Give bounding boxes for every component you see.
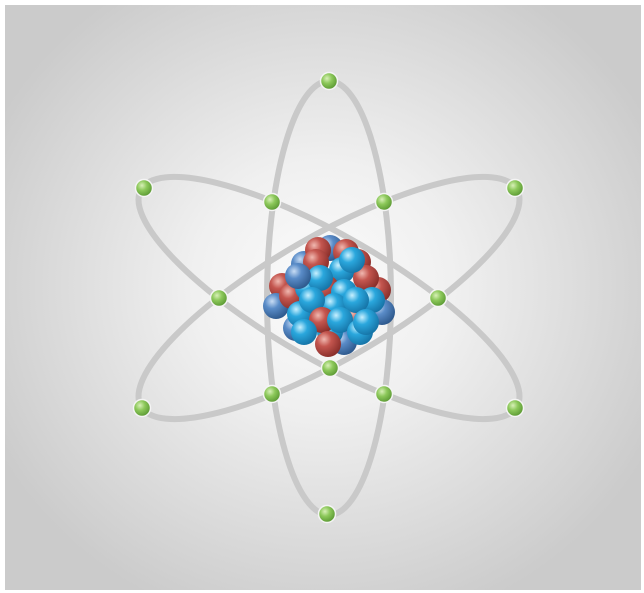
proton <box>315 331 341 357</box>
neutron <box>291 319 317 345</box>
electron <box>321 73 338 90</box>
electron <box>211 290 228 307</box>
electron <box>264 386 281 403</box>
neutron <box>353 309 379 335</box>
electron <box>136 180 153 197</box>
electron <box>264 194 281 211</box>
electron <box>319 506 336 523</box>
electron <box>376 386 393 403</box>
electron <box>507 180 524 197</box>
electron <box>430 290 447 307</box>
neutron <box>339 247 365 273</box>
electron <box>134 400 151 417</box>
electron <box>322 360 339 377</box>
neutron <box>285 263 311 289</box>
electron <box>507 400 524 417</box>
electron <box>376 194 393 211</box>
